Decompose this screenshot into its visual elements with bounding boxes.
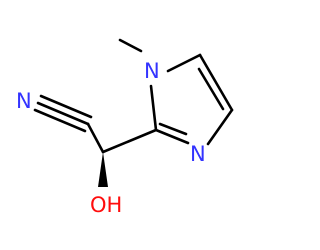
nitrile-bond-2	[39, 94, 93, 119]
ring-bond-n1-c5	[166, 53, 202, 73]
bond-chiral-c-to-nitrile-c	[86, 122, 105, 154]
ring-bond-n3-c2-inner	[158, 122, 188, 136]
methyl-bond	[118, 38, 143, 53]
nitrile-bond-1	[36, 101, 90, 126]
atom-hydroxyl: OH	[90, 193, 122, 217]
ring-bond-c2-n1	[149, 84, 158, 132]
bond-chiral-c-to-ring	[101, 128, 158, 154]
atom-ring-n3: N	[190, 142, 206, 166]
ring-bond-n3-c2	[154, 128, 190, 145]
molecule-structure: N N N OH	[16, 38, 234, 217]
nitrile-bond-3	[33, 108, 87, 133]
stereo-wedge-bond	[98, 152, 108, 187]
ring-bond-c5-c4-inner	[197, 67, 225, 111]
ring-bond-c4-n3	[206, 108, 234, 146]
atom-ring-n1: N	[144, 59, 160, 83]
atom-nitrile-n: N	[16, 89, 32, 113]
ring-bond-c5-c4	[198, 53, 234, 112]
